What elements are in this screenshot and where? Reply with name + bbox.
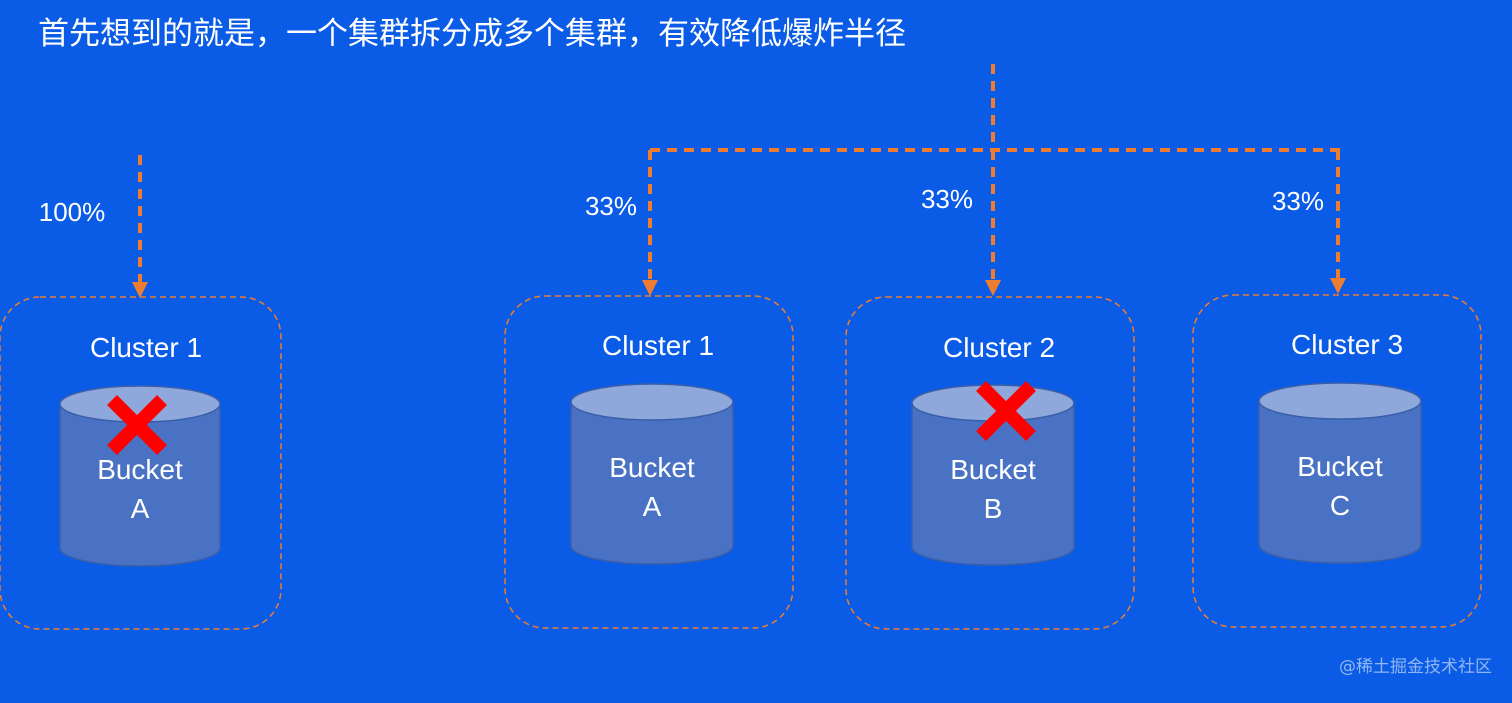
- arrowhead-1: [642, 280, 658, 296]
- bucket-label-line2: A: [643, 491, 662, 522]
- traffic-label-left: 100%: [39, 197, 106, 227]
- bucket-cylinder: Bucket C: [1258, 382, 1422, 564]
- bucket-label-line2: A: [131, 493, 150, 524]
- bucket-label-line2: C: [1330, 490, 1350, 521]
- traffic-label-3: 33%: [1272, 186, 1324, 216]
- bucket-label-line1: Bucket: [1297, 451, 1383, 482]
- bucket-label-line1: Bucket: [97, 454, 183, 485]
- bucket-cylinder: Bucket B: [911, 384, 1075, 566]
- arrowhead-3: [1330, 278, 1346, 294]
- bucket-label-line1: Bucket: [609, 452, 695, 483]
- cluster-box-right-2: Cluster 2 Bucket B: [845, 296, 1135, 630]
- failure-x-icon: [976, 381, 1036, 441]
- arrowhead-left: [132, 282, 148, 298]
- cluster-box-right-3: Cluster 3 Bucket C: [1192, 294, 1482, 628]
- watermark: @稀土掘金技术社区: [1339, 657, 1492, 677]
- failure-x-icon: [107, 395, 167, 455]
- slide-title: 首先想到的就是，一个集群拆分成多个集群，有效降低爆炸半径: [38, 16, 906, 52]
- cluster-box-left-1: Cluster 1 Bucket A: [0, 296, 282, 630]
- arrowhead-2: [985, 280, 1001, 296]
- cluster-label: Cluster 3: [1291, 329, 1403, 360]
- cluster-label: Cluster 1: [90, 332, 202, 363]
- bucket-cylinder: Bucket A: [59, 385, 221, 567]
- cluster-box-right-1: Cluster 1 Bucket A: [504, 295, 794, 629]
- traffic-label-1: 33%: [585, 191, 637, 221]
- bucket-label-line2: B: [984, 493, 1003, 524]
- bucket-cylinder: Bucket A: [570, 383, 734, 565]
- bucket-label-line1: Bucket: [950, 454, 1036, 485]
- cluster-label: Cluster 2: [943, 332, 1055, 363]
- traffic-label-2: 33%: [921, 184, 973, 214]
- cluster-label: Cluster 1: [602, 330, 714, 361]
